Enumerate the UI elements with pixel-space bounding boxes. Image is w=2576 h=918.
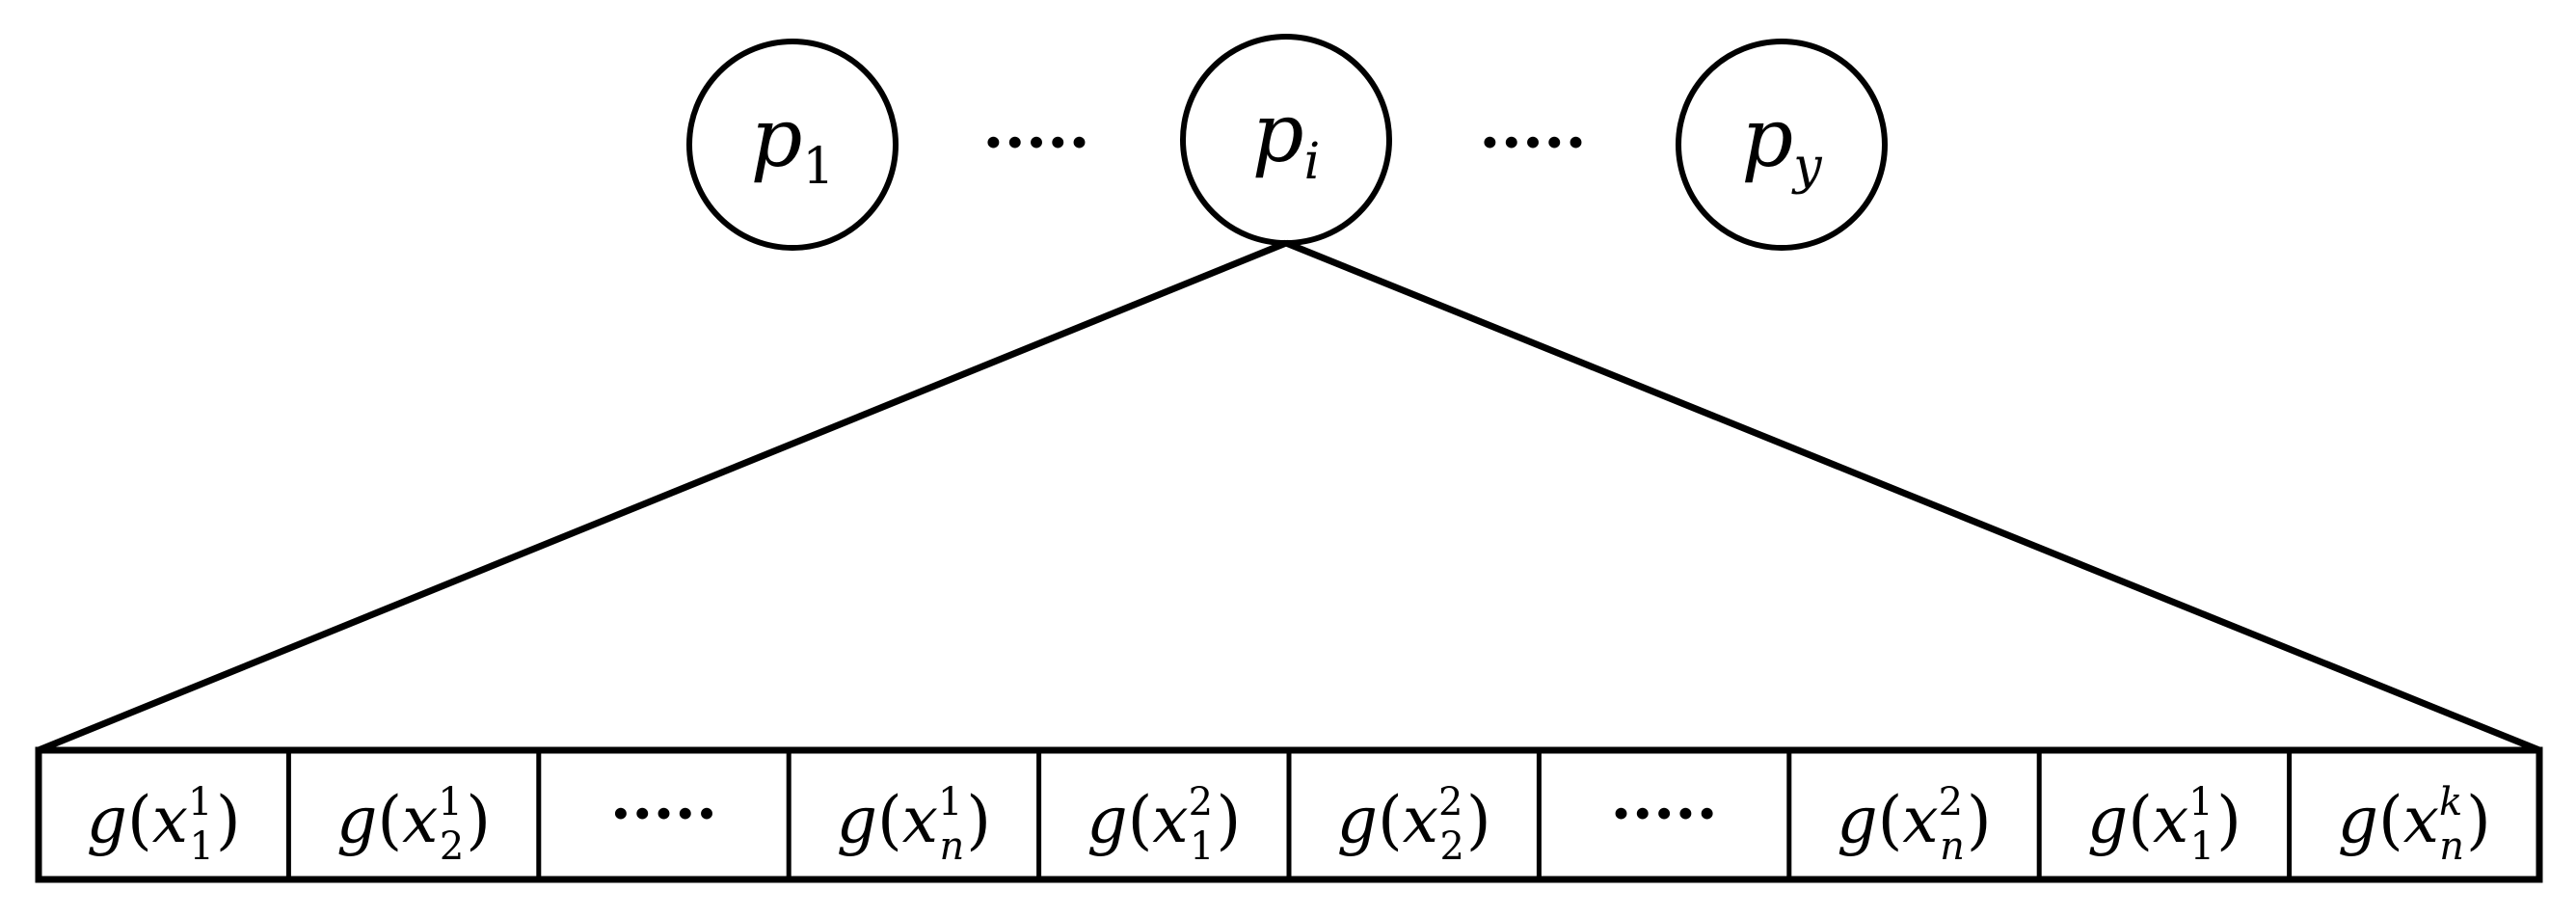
cell-sub: 1 <box>1190 824 1214 869</box>
cell-sup: 1 <box>188 780 212 824</box>
cell-fn: g <box>837 783 877 857</box>
cell-fn: g <box>87 783 127 857</box>
cell-sub: 2 <box>440 824 464 869</box>
cell-var: x <box>902 783 938 857</box>
cell-var: x <box>1403 783 1438 857</box>
cell-sub: n <box>1940 824 1965 869</box>
cell-fn: g <box>1837 783 1877 857</box>
cell-var: x <box>152 783 188 857</box>
node-pi-sub: i <box>1304 133 1321 191</box>
cell-sup: k <box>2439 780 2462 824</box>
node-p1-base: p <box>751 91 803 185</box>
top-ellipsis-right: ····· <box>1479 107 1586 179</box>
cell-sup: 2 <box>1438 780 1462 824</box>
cell-sub: n <box>939 824 964 869</box>
cell-fn: g <box>2087 783 2128 857</box>
cell-fn: g <box>1337 783 1378 857</box>
cell-3: ····· <box>610 778 717 850</box>
node-p1-sub: 1 <box>802 138 834 196</box>
node-py-sub: y <box>1791 138 1822 196</box>
fan-line-right <box>1284 239 2541 754</box>
cell-var: x <box>2403 783 2439 857</box>
cell-sub: 1 <box>2190 824 2214 869</box>
node-py: py <box>1676 39 1888 251</box>
node-pi: pi <box>1180 34 1392 246</box>
cell-sup: 1 <box>938 780 962 824</box>
cell-sup: 1 <box>2188 780 2213 824</box>
svg-text:pi: pi <box>1252 86 1320 191</box>
node-pi-base: p <box>1252 86 1304 180</box>
cell-sub: 2 <box>1439 824 1463 869</box>
fan-line-left <box>37 239 1288 754</box>
cell-sup: 1 <box>438 780 462 824</box>
cell-7: ····· <box>1610 778 1717 850</box>
cell-fn: g <box>2338 783 2378 857</box>
svg-text:py: py <box>1741 91 1822 196</box>
cell-sub: n <box>2439 824 2464 869</box>
node-py-base: p <box>1741 91 1793 185</box>
cell-fn: g <box>1087 783 1127 857</box>
svg-text:p1: p1 <box>751 91 835 196</box>
top-ellipsis-left: ····· <box>982 107 1089 179</box>
cell-var: x <box>1152 783 1188 857</box>
cell-sup: 2 <box>1189 780 1213 824</box>
cell-sub: 1 <box>189 824 213 869</box>
cell-fn: g <box>336 783 377 857</box>
cell-var: x <box>2153 783 2188 857</box>
node-p1: p1 <box>686 39 899 251</box>
cell-sup: 2 <box>1939 780 1963 824</box>
cell-var: x <box>1902 783 1938 857</box>
cell-var: x <box>402 783 438 857</box>
